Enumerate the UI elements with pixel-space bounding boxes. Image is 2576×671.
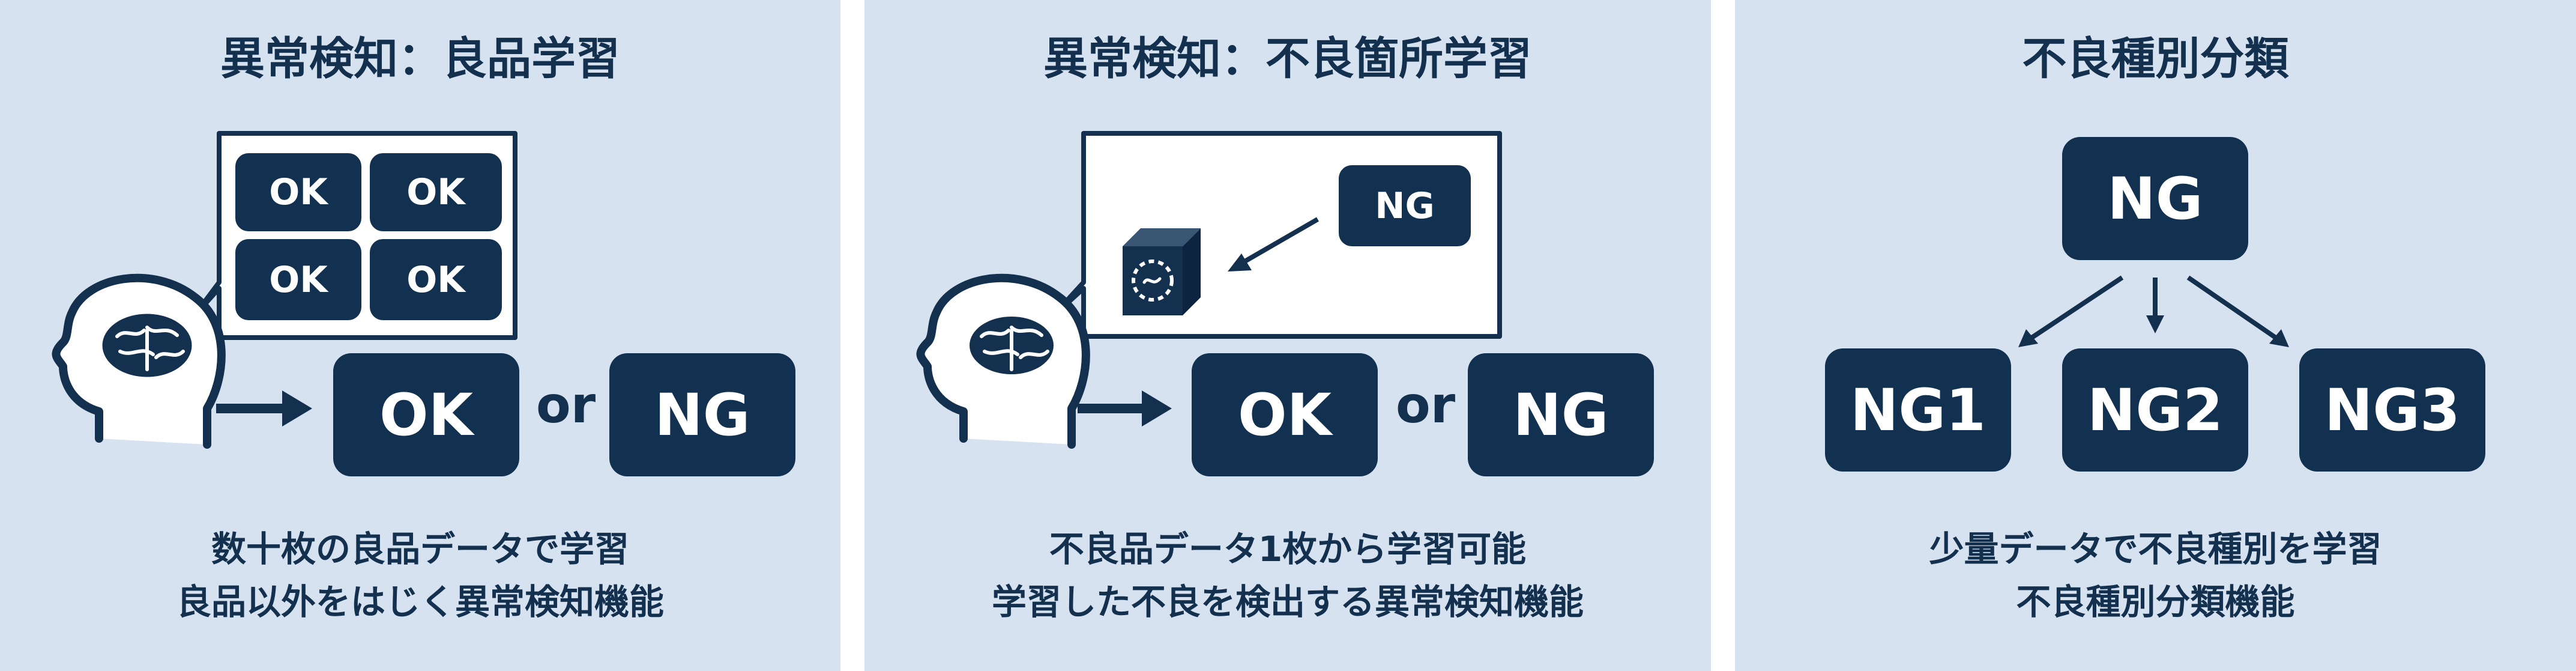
class-box-ng1: NG1: [1825, 348, 2011, 472]
ok-cell: OK: [235, 239, 361, 320]
class-box-ng2: NG2: [2062, 348, 2248, 472]
ng-tag: NG: [1339, 165, 1471, 246]
result-ng-box: NG: [1468, 353, 1654, 476]
panel-defect-classification: 不良種別分類 NG NG1 NG2 NG3 少量データで不良種別を学習 不良種別…: [1735, 0, 2576, 671]
panel-defect-learning: 異常検知：不良箇所学習: [864, 0, 1711, 671]
panel-description: 少量データで不良種別を学習 不良種別分類機能: [1735, 523, 2576, 628]
panel-description: 数十枚の良品データで学習 良品以外をはじく異常検知機能: [0, 523, 840, 628]
panel-3-graphics: [2018, 275, 2289, 347]
description-line: 不良品データ1枚から学習可能: [1049, 529, 1527, 569]
right-arrow-icon: [1078, 390, 1172, 427]
pointer-arrow-icon: [1228, 217, 1319, 272]
or-label: or: [1396, 375, 1456, 434]
head-brain-icon: [916, 273, 1090, 449]
result-ok-box: OK: [333, 353, 519, 476]
result-ok-box: OK: [1192, 353, 1378, 476]
panel-description: 不良品データ1枚から学習可能 学習した不良を検出する異常検知機能: [864, 523, 1711, 628]
root-ng-box: NG: [2062, 137, 2248, 260]
description-line: 数十枚の良品データで学習: [211, 529, 629, 569]
panel-2-graphics: [916, 131, 1502, 449]
ok-cell: OK: [370, 153, 502, 231]
class-box-ng3: NG3: [2299, 348, 2485, 472]
panel-title: 不良種別分類: [2022, 33, 2289, 85]
panel-title: 異常検知：良品学習: [220, 33, 620, 85]
panel-title: 異常検知：不良箇所学習: [1043, 33, 1532, 85]
description-line: 学習した不良を検出する異常検知機能: [991, 581, 1584, 622]
or-label: or: [536, 375, 596, 434]
description-line: 良品以外をはじく異常検知機能: [176, 581, 664, 622]
cube-defect-icon: [1123, 228, 1201, 315]
ok-cell: OK: [370, 239, 502, 320]
description-line: 少量データで不良種別を学習: [1929, 529, 2382, 569]
down-arrow-icon: [2027, 275, 2280, 342]
head-brain-icon: [52, 273, 226, 449]
description-line: 不良種別分類機能: [2016, 581, 2295, 622]
panel-good-learning: 異常検知：良品学習 OK OK OK OK: [0, 0, 840, 671]
ok-cell: OK: [235, 153, 361, 231]
result-ng-box: NG: [609, 353, 795, 476]
right-arrow-icon: [216, 390, 312, 427]
